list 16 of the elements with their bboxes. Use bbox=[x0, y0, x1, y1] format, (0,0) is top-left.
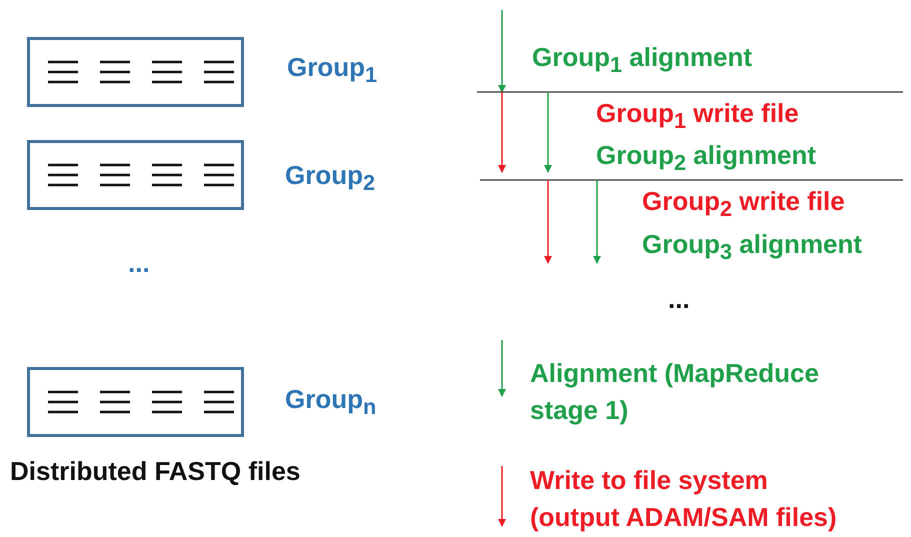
file-box bbox=[27, 37, 244, 107]
group-label: Group$_{n}$ bbox=[285, 384, 376, 422]
ellipsis: ... bbox=[668, 284, 690, 314]
step-label: Group$_{1}$ write file bbox=[596, 98, 799, 136]
step-label: Group$_{2}$ alignment bbox=[596, 140, 816, 178]
step-label: Group$_{1}$ alignment bbox=[532, 42, 752, 80]
step-label: Group$_{3}$ alignment bbox=[642, 229, 862, 266]
legend-text: Alignment (MapReduce stage 1) bbox=[530, 357, 820, 427]
group-label: Group$_{2}$ bbox=[285, 160, 376, 198]
group-label: Group$_{1}$ bbox=[287, 52, 378, 90]
ellipsis: ... bbox=[128, 248, 150, 278]
file-box bbox=[27, 367, 244, 437]
caption-text: Distributed FASTQ files bbox=[10, 456, 300, 486]
step-label: Group$_{2}$ write file bbox=[642, 186, 845, 224]
legend-text: Write to file system (output ADAM/SAM files) bbox=[530, 464, 838, 534]
file-box bbox=[27, 140, 244, 210]
